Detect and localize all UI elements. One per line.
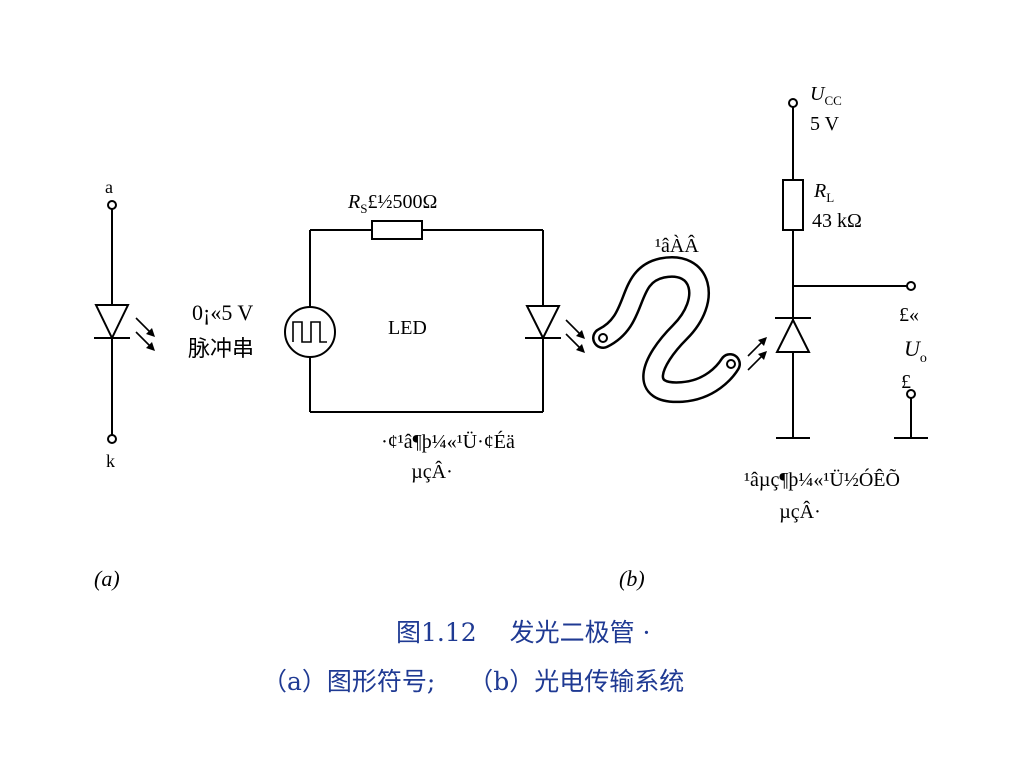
resistor-rl: [782, 179, 804, 231]
figure-subtitle: （a）图形符号; （b）光电传输系统: [262, 667, 684, 696]
output-plus-label: £«: [899, 304, 919, 326]
receiver-light-arrows: [747, 337, 767, 371]
source-amplitude-label: 0¡«5 V: [192, 300, 253, 325]
rl-value: 43 kΩ: [812, 210, 862, 232]
anode-label: a: [105, 177, 113, 197]
source-pulse-label: 脉冲串: [188, 336, 254, 361]
fiber-input-end: [598, 333, 608, 343]
square-wave-icon: [292, 321, 327, 343]
pulse-source: [284, 306, 336, 358]
output-voltage-label: Uo: [904, 336, 927, 366]
ucc-value: 5 V: [810, 113, 840, 135]
sub-label-b: (b): [619, 566, 645, 591]
sub-label-a: (a): [94, 566, 120, 591]
emitter-led-triangle: [525, 305, 561, 341]
output-plus-terminal: [906, 281, 916, 291]
emitter-circuit: RS£½500Ω 0¡«5 V 脉冲串 LED ·¢¹â¶þ¼«¹Ü·¢Éä µ…: [188, 191, 585, 483]
emitter-caption-line1: ·¢¹â¶þ¼«¹Ü·¢Éä: [381, 430, 515, 453]
receiver-caption-line2: µçÂ·: [779, 500, 821, 523]
ucc-label: UCC: [810, 83, 842, 108]
led-symbol-a: a k: [94, 177, 155, 471]
photodiode-triangle: [775, 317, 811, 353]
light-emission-arrows-a: [135, 317, 155, 351]
receiver-caption-line1: ¹âµç¶þ¼«¹Ü½ÓÊÕ: [744, 467, 900, 491]
optical-fiber: ¹âÀÂ: [592, 234, 741, 404]
resistor-rs: [371, 220, 423, 240]
ucc-terminal: [788, 98, 798, 108]
receiver-circuit: UCC 5 V RL 43 kΩ £« Uo £­ ¹âµç¶þ¼«¹Ü½ÓÊÕ…: [744, 83, 928, 523]
cathode-label: k: [106, 451, 115, 471]
cathode-terminal: [107, 434, 117, 444]
rs-label: RS£½500Ω: [347, 191, 437, 216]
led-a-triangle: [94, 304, 130, 341]
anode-terminal: [107, 200, 117, 210]
rl-label: RL: [813, 180, 834, 205]
led-label: LED: [388, 317, 427, 339]
fiber-label: ¹âÀÂ: [655, 234, 699, 257]
fiber-output-end: [726, 359, 736, 369]
output-minus-label: £­: [901, 371, 911, 393]
figure-title: 图1.12 发光二极管 ·: [396, 618, 651, 647]
emitter-caption-line2: µçÂ·: [411, 460, 453, 483]
emitter-light-arrows: [565, 319, 585, 353]
